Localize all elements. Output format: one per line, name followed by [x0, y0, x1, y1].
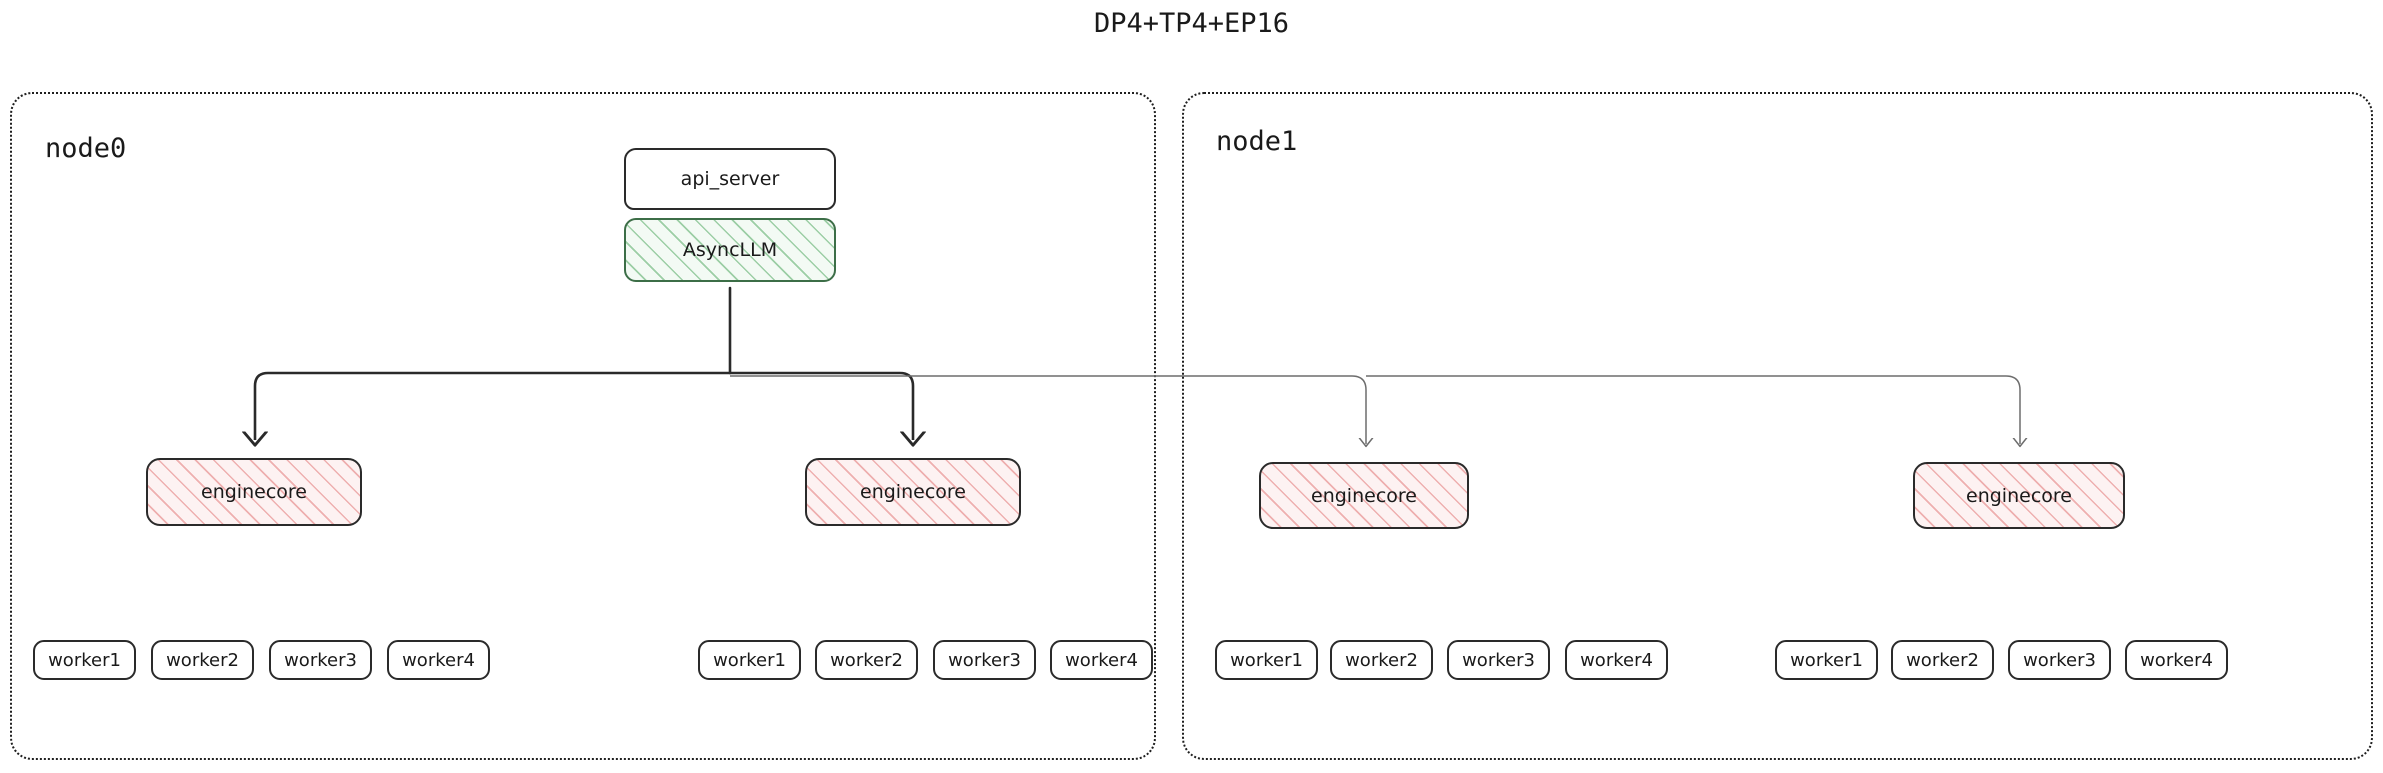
worker-box-node0-0-3[interactable]: worker4 [387, 640, 490, 680]
worker-label: worker3 [2023, 649, 2096, 671]
worker-box-node0-1-1[interactable]: worker2 [815, 640, 918, 680]
enginecore-box-node1-0[interactable]: enginecore [1259, 462, 1469, 529]
enginecore-label: enginecore [860, 481, 966, 503]
api-server-box[interactable]: api_server [624, 148, 836, 210]
worker-label: worker4 [1065, 649, 1138, 671]
worker-box-node0-0-1[interactable]: worker2 [151, 640, 254, 680]
page-title: DP4+TP4+EP16 [1093, 8, 1290, 39]
worker-box-node0-1-0[interactable]: worker1 [698, 640, 801, 680]
worker-label: worker2 [166, 649, 239, 671]
enginecore-box-node1-1[interactable]: enginecore [1913, 462, 2125, 529]
api-server-label: api_server [680, 168, 780, 190]
worker-label: worker3 [284, 649, 357, 671]
worker-label: worker1 [1790, 649, 1863, 671]
worker-label: worker2 [1906, 649, 1979, 671]
worker-label: worker1 [1230, 649, 1303, 671]
worker-label: worker4 [402, 649, 475, 671]
enginecore-box-node0-0[interactable]: enginecore [146, 458, 362, 526]
asyncllm-label: AsyncLLM [682, 239, 778, 261]
enginecore-label: enginecore [201, 481, 307, 503]
worker-box-node1-0-0[interactable]: worker1 [1215, 640, 1318, 680]
worker-box-node1-1-0[interactable]: worker1 [1775, 640, 1878, 680]
node-label-node1: node1 [1216, 126, 1298, 157]
worker-label: worker2 [830, 649, 903, 671]
worker-label: worker3 [1462, 649, 1535, 671]
worker-label: worker1 [713, 649, 786, 671]
enginecore-label: enginecore [1966, 484, 2072, 507]
worker-box-node1-1-1[interactable]: worker2 [1891, 640, 1994, 680]
enginecore-box-node0-1[interactable]: enginecore [805, 458, 1021, 526]
worker-label: worker2 [1345, 649, 1418, 671]
worker-box-node0-1-3[interactable]: worker4 [1050, 640, 1153, 680]
worker-box-node1-1-2[interactable]: worker3 [2008, 640, 2111, 680]
worker-box-node1-1-3[interactable]: worker4 [2125, 640, 2228, 680]
worker-box-node1-0-1[interactable]: worker2 [1330, 640, 1433, 680]
worker-label: worker4 [1580, 649, 1653, 671]
enginecore-label: enginecore [1311, 484, 1417, 507]
asyncllm-box[interactable]: AsyncLLM [624, 218, 836, 282]
worker-label: worker4 [2140, 649, 2213, 671]
worker-box-node1-0-3[interactable]: worker4 [1565, 640, 1668, 680]
worker-label: worker1 [48, 649, 121, 671]
node-label-node0: node0 [45, 133, 127, 164]
worker-box-node1-0-2[interactable]: worker3 [1447, 640, 1550, 680]
worker-box-node0-0-2[interactable]: worker3 [269, 640, 372, 680]
worker-box-node0-1-2[interactable]: worker3 [933, 640, 1036, 680]
worker-label: worker3 [948, 649, 1021, 671]
worker-box-node0-0-0[interactable]: worker1 [33, 640, 136, 680]
